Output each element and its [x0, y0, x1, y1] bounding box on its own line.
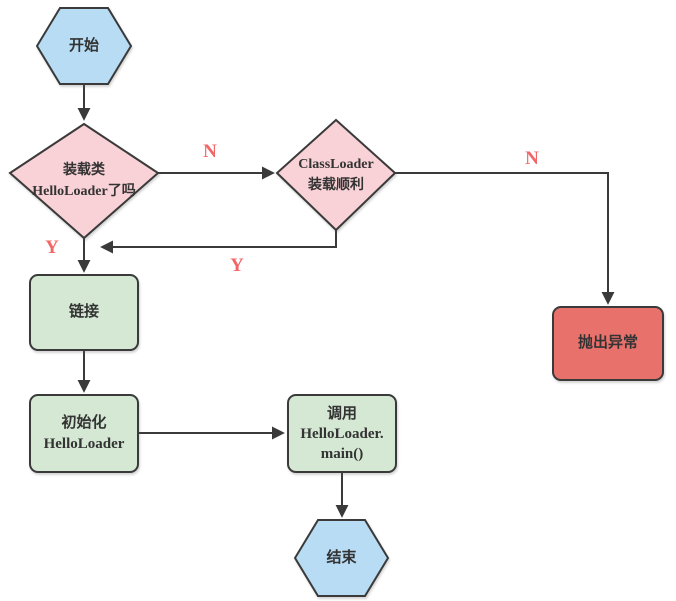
- start-node-shape: [35, 7, 133, 85]
- classloader-ok-decision-shape: [275, 118, 397, 232]
- initialize-node-shape: [29, 394, 139, 473]
- invoke-main-node-shape: [287, 394, 397, 473]
- edge-classloader-to-link-y: [100, 230, 337, 254]
- edge-classloader-to-exception-n: [395, 172, 615, 305]
- end-node-shape: [293, 519, 390, 597]
- check-loaded-decision-shape: [8, 122, 160, 240]
- throw-exception-node-shape: [552, 306, 664, 381]
- link-node-shape: [29, 274, 139, 351]
